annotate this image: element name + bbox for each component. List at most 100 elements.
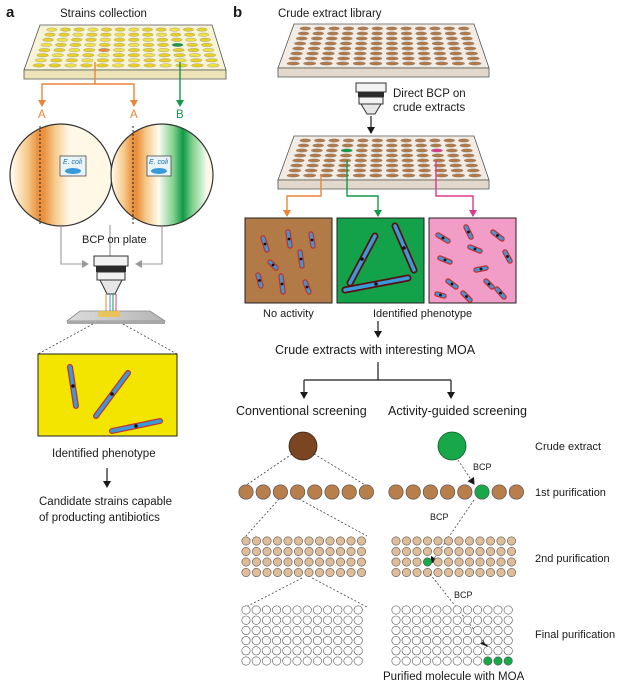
fraction-circle — [252, 557, 262, 567]
plate-well — [73, 27, 85, 32]
fraction-circle — [353, 605, 363, 615]
plate-well — [32, 63, 46, 68]
plate-well — [356, 143, 369, 148]
fraction-circle — [412, 567, 422, 577]
fraction-circle — [391, 536, 401, 546]
fraction-circle — [302, 656, 312, 666]
fraction-circle — [475, 546, 485, 556]
plate-well — [314, 26, 326, 31]
fraction-circle — [432, 625, 442, 635]
fraction-circle — [485, 536, 495, 546]
plate-well — [186, 43, 198, 47]
final-purification-label: Final purification — [535, 629, 615, 641]
plate-well — [446, 148, 458, 153]
plate-well — [385, 153, 398, 158]
fraction-circle — [401, 656, 411, 666]
plate-well — [294, 153, 307, 158]
fraction-circle — [272, 567, 282, 577]
plate-well — [401, 46, 414, 51]
fraction-circle — [341, 484, 357, 500]
plate-well — [46, 27, 58, 32]
plate-well — [143, 58, 156, 63]
fraction-circle — [282, 625, 292, 635]
plate-well — [354, 158, 367, 163]
fraction-circle — [262, 546, 272, 556]
fraction-circle — [422, 546, 432, 556]
fraction-circle — [251, 636, 261, 646]
plate-well — [312, 143, 324, 148]
plate-well — [401, 153, 414, 158]
fraction-circle — [412, 546, 422, 556]
strain-wells — [32, 27, 220, 68]
fraction-circle — [302, 615, 312, 625]
marker-a-right: A — [130, 109, 138, 121]
plate-well — [113, 37, 126, 42]
plate-well — [451, 173, 465, 178]
plate-well — [143, 53, 156, 58]
plate-well — [34, 58, 47, 63]
fraction-circle — [440, 484, 456, 500]
fraction-circle — [241, 546, 251, 556]
plate-well — [354, 51, 367, 56]
fraction-circle — [272, 646, 282, 656]
plate-well — [297, 143, 310, 148]
plate-well — [458, 26, 470, 31]
fraction-circle — [261, 605, 271, 615]
fraction-circle — [411, 605, 421, 615]
plate-well — [309, 41, 322, 46]
cell-nucleoid — [479, 267, 483, 271]
plate-well — [435, 61, 449, 66]
fraction-circle — [464, 567, 474, 577]
plate-well — [128, 48, 140, 52]
plate-well — [433, 163, 447, 168]
fraction-circle — [241, 615, 251, 625]
fraction-circle — [503, 646, 513, 656]
fraction-circle — [252, 567, 262, 577]
fraction-circle — [261, 636, 271, 646]
plate-well — [292, 46, 305, 51]
plate-well — [342, 26, 355, 31]
plate-well — [371, 138, 383, 143]
plate-well — [320, 168, 334, 173]
fraction-circle — [411, 625, 421, 635]
plate-well — [341, 31, 354, 36]
fraction-circle — [503, 605, 513, 615]
plate-well — [370, 158, 383, 163]
fraction-circle — [353, 636, 363, 646]
fraction-circle — [312, 625, 322, 635]
plate-well — [385, 61, 399, 66]
fraction-circle — [412, 557, 422, 567]
fraction-circle — [401, 646, 411, 656]
fraction-circle — [325, 536, 335, 546]
fraction-circle — [312, 636, 322, 646]
fraction-circle — [401, 567, 411, 577]
plate-well — [198, 32, 210, 37]
plate-well — [402, 168, 415, 173]
plate-well — [72, 32, 84, 37]
plate-well — [355, 153, 368, 158]
fraction-circle — [493, 636, 503, 646]
fraction-circle — [442, 646, 452, 656]
plate-well — [371, 31, 383, 36]
fraction-circle — [251, 615, 261, 625]
yellow-micrograph — [37, 353, 178, 437]
fraction-circle — [282, 605, 292, 615]
plate-well — [171, 37, 183, 42]
plate-well — [50, 58, 63, 63]
no-activity-label: No activity — [263, 308, 314, 320]
fraction-circle — [432, 615, 442, 625]
plate-well — [355, 41, 368, 46]
glass-slide — [65, 310, 167, 324]
fraction-circle — [358, 484, 374, 500]
fraction-circle — [325, 557, 335, 567]
guided-arrow-2 — [430, 499, 475, 564]
plate-well — [370, 36, 383, 41]
plate-well — [417, 158, 430, 163]
plate-well — [202, 48, 215, 52]
ecoli-label-right: E. coli — [149, 159, 169, 166]
cell-nucleoid — [299, 257, 303, 261]
plate-well — [97, 53, 110, 58]
fraction-circle — [241, 625, 251, 635]
fraction-circle — [261, 615, 271, 625]
marker-b: B — [176, 109, 184, 121]
